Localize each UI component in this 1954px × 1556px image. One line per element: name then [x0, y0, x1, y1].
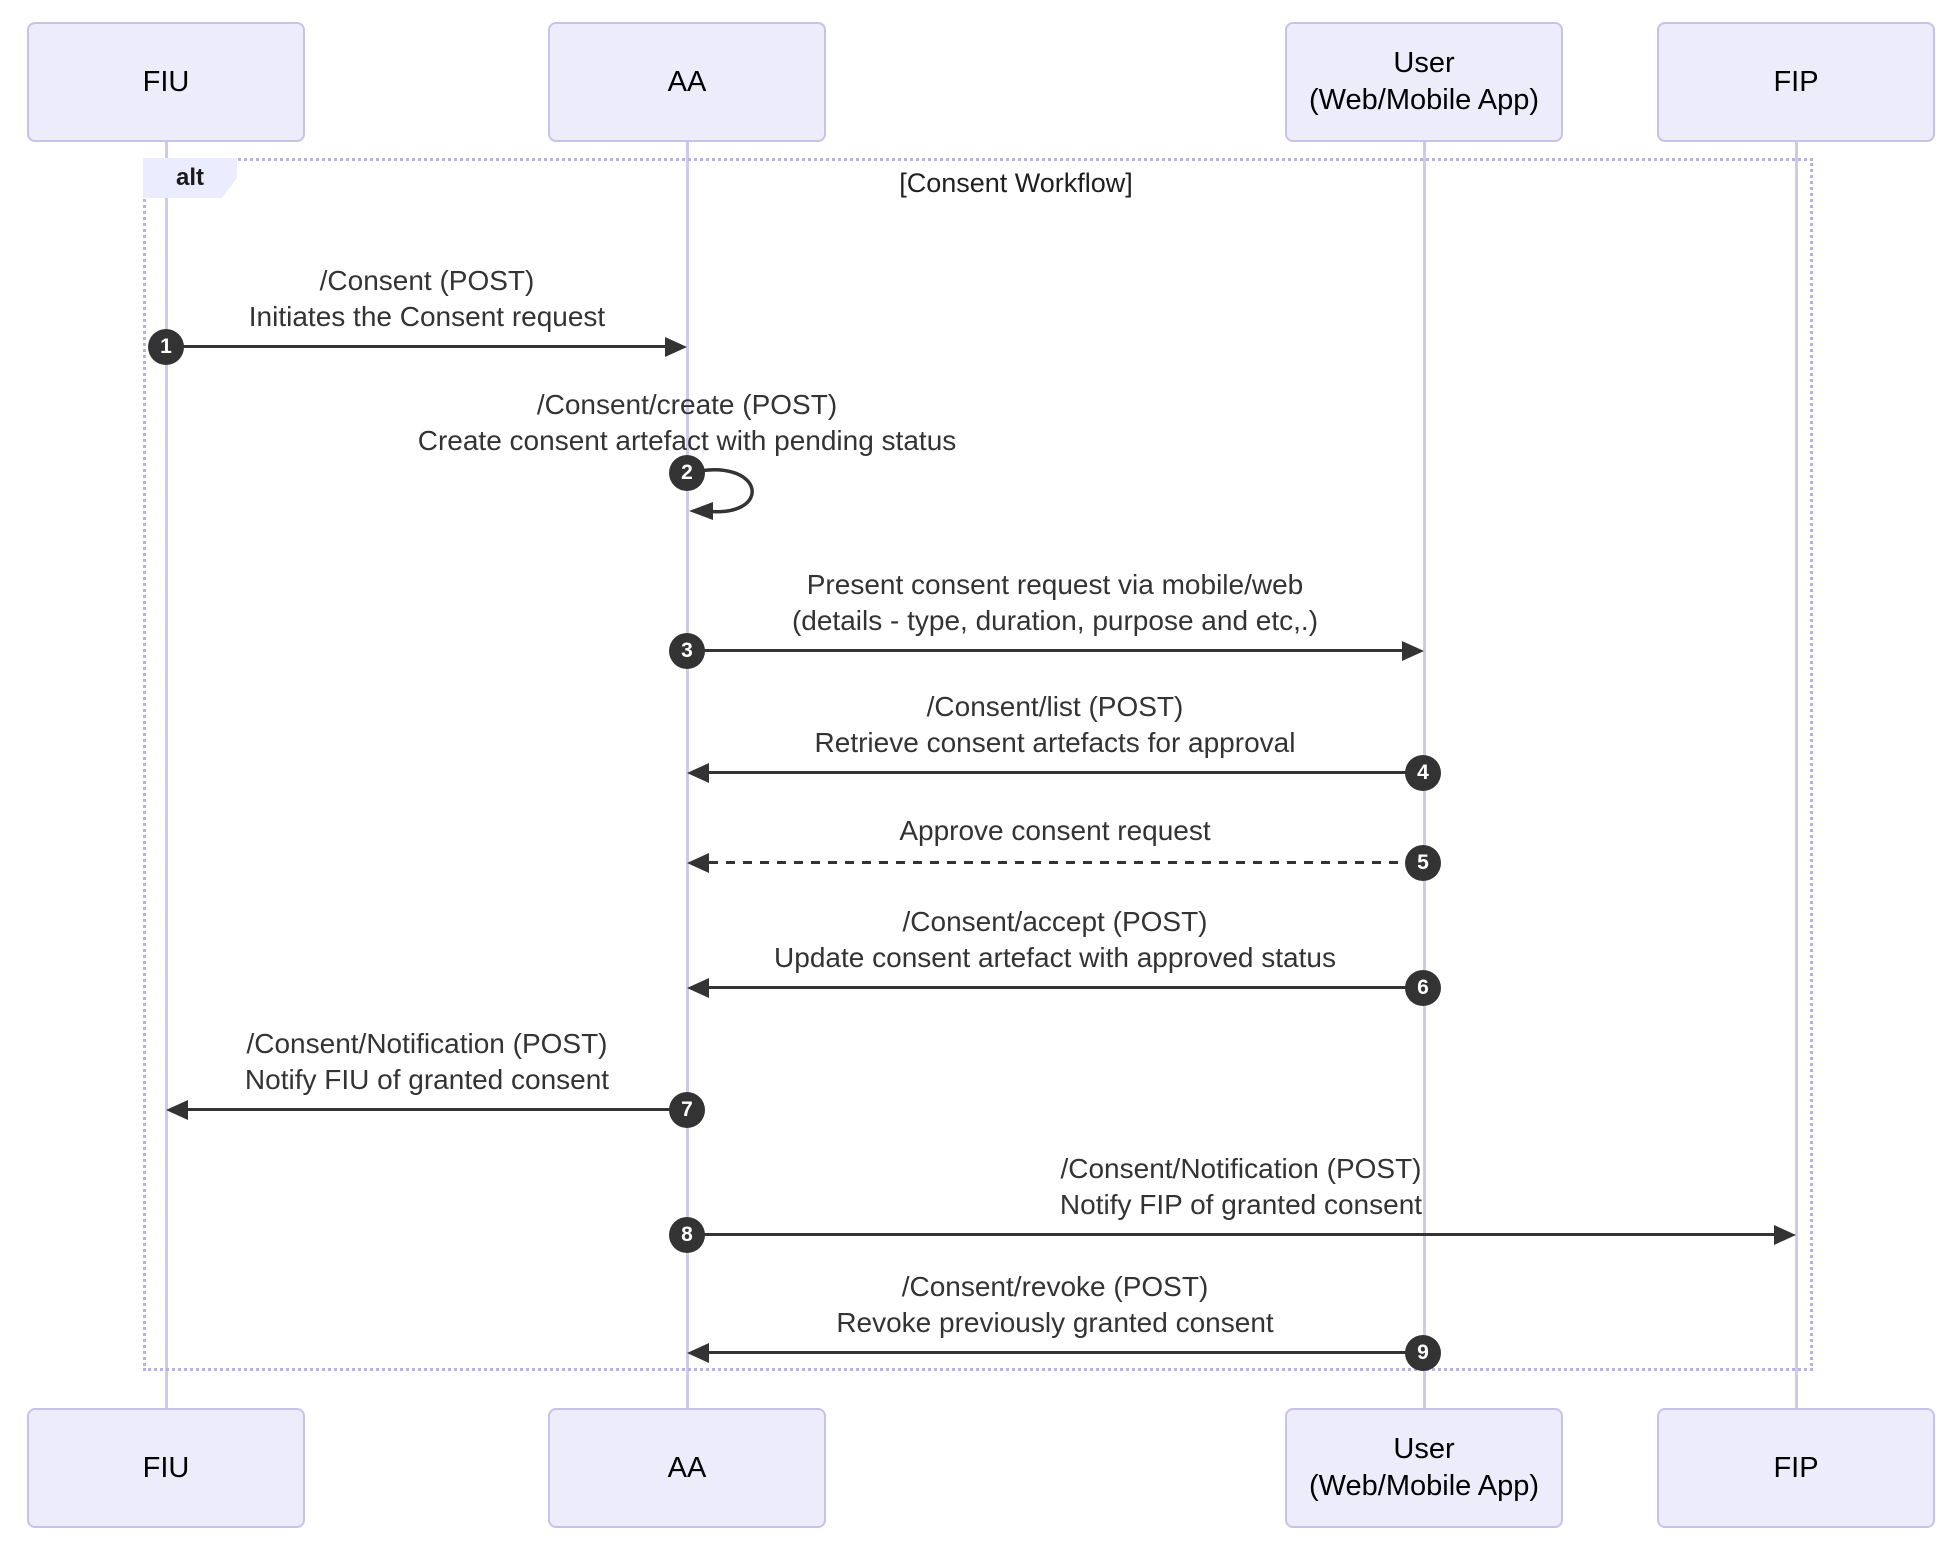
message-1-line1: /Consent (POST) — [319, 265, 535, 296]
message-4-line2: Retrieve consent artefacts for approval — [814, 727, 1296, 758]
actor-box-fip-top: FIP — [1657, 22, 1935, 142]
actor-label-aa-bottom: AA — [667, 1451, 707, 1484]
actor-label-user-top: User — [1393, 47, 1455, 79]
actor-label-aa-top: AA — [667, 65, 707, 98]
message-5-label: Approve consent request — [899, 813, 1210, 849]
alt-frame-title: [Consent Workflow] — [899, 168, 1133, 198]
message-4-line1: /Consent/list (POST) — [926, 691, 1184, 722]
message-1-arrow-line — [166, 345, 667, 348]
actor-label-fiu-bottom: FIU — [142, 1451, 190, 1484]
message-7-line2: Notify FIU of granted consent — [244, 1064, 610, 1095]
message-2-line1: /Consent/create (POST) — [536, 389, 838, 420]
message-5-line1: Approve consent request — [899, 815, 1211, 846]
lifeline-fiu — [165, 142, 168, 1408]
actor-box-aa-bottom: AA — [548, 1408, 826, 1528]
message-8-line1: /Consent/Notification (POST) — [1060, 1153, 1422, 1184]
message-9-line1: /Consent/revoke (POST) — [901, 1271, 1209, 1302]
message-6-line1: /Consent/accept (POST) — [902, 906, 1208, 937]
alt-frame-label: alt — [143, 158, 237, 198]
sequence-badge-9: 9 — [1405, 1335, 1441, 1371]
actor-box-user-top: User (Web/Mobile App) — [1285, 22, 1563, 142]
message-3-line2: (details - type, duration, purpose and e… — [791, 605, 1319, 636]
message-7-arrowhead-icon — [166, 1100, 188, 1120]
actor-sublabel-user-top: (Web/Mobile App) — [1309, 84, 1539, 116]
message-1-label: /Consent (POST) Initiates the Consent re… — [249, 263, 605, 335]
lifeline-fip — [1795, 142, 1798, 1408]
message-8-label: /Consent/Notification (POST) Notify FIP … — [1060, 1151, 1422, 1223]
actor-label-fiu-top: FIU — [142, 65, 190, 98]
message-7-line1: /Consent/Notification (POST) — [246, 1028, 608, 1059]
message-3-arrow-line — [687, 649, 1402, 652]
message-7-label: /Consent/Notification (POST) Notify FIU … — [245, 1026, 609, 1098]
message-1-arrowhead-icon — [665, 337, 687, 357]
message-4-label: /Consent/list (POST) Retrieve consent ar… — [815, 689, 1296, 761]
message-4-arrow-line — [709, 771, 1424, 774]
message-9-line2: Revoke previously granted consent — [836, 1307, 1274, 1338]
message-3-line1: Present consent request via mobile/web — [806, 569, 1304, 600]
message-4-arrowhead-icon — [687, 763, 709, 783]
message-9-label: /Consent/revoke (POST) Revoke previously… — [836, 1269, 1273, 1341]
message-9-arrow-line — [709, 1351, 1424, 1354]
sequence-badge-7: 7 — [669, 1092, 705, 1128]
message-6-arrowhead-icon — [687, 978, 709, 998]
actor-box-fiu-bottom: FIU — [27, 1408, 305, 1528]
actor-box-fip-bottom: FIP — [1657, 1408, 1935, 1528]
actor-label-fip-top: FIP — [1773, 65, 1819, 98]
message-5-arrowhead-icon — [687, 853, 709, 873]
sequence-badge-6: 6 — [1405, 970, 1441, 1006]
message-6-line2: Update consent artefact with approved st… — [774, 942, 1336, 973]
sequence-badge-2: 2 — [669, 455, 705, 491]
actor-box-aa-top: AA — [548, 22, 826, 142]
actor-box-user-bottom: User (Web/Mobile App) — [1285, 1408, 1563, 1528]
sequence-badge-1: 1 — [148, 329, 184, 365]
alt-label-text: alt — [175, 164, 204, 191]
message-6-label: /Consent/accept (POST) Update consent ar… — [774, 904, 1336, 976]
message-3-label: Present consent request via mobile/web (… — [792, 567, 1318, 639]
message-2-label: /Consent/create (POST) Create consent ar… — [418, 387, 957, 459]
actor-label-user-bottom: User — [1393, 1433, 1455, 1465]
sequence-badge-3: 3 — [669, 633, 705, 669]
alt-frame — [143, 158, 1813, 1371]
message-8-arrowhead-icon — [1774, 1225, 1796, 1245]
message-2-line2: Create consent artefact with pending sta… — [417, 425, 957, 456]
actor-label-fip-bottom: FIP — [1773, 1451, 1819, 1484]
message-7-arrow-line — [188, 1108, 687, 1111]
actor-box-fiu-top: FIU — [27, 22, 305, 142]
message-2-selfloop-arrow — [688, 468, 754, 520]
message-6-arrow-line — [709, 986, 1424, 989]
message-5-arrow-line — [709, 861, 1424, 864]
message-3-arrowhead-icon — [1402, 641, 1424, 661]
message-9-arrowhead-icon — [687, 1343, 709, 1363]
message-1-line2: Initiates the Consent request — [248, 301, 606, 332]
sequence-badge-4: 4 — [1405, 755, 1441, 791]
message-8-line2: Notify FIP of granted consent — [1059, 1189, 1423, 1220]
actor-sublabel-user-bottom: (Web/Mobile App) — [1309, 1470, 1539, 1502]
sequence-badge-8: 8 — [669, 1217, 705, 1253]
message-8-arrow-line — [687, 1233, 1774, 1236]
sequence-badge-5: 5 — [1405, 845, 1441, 881]
